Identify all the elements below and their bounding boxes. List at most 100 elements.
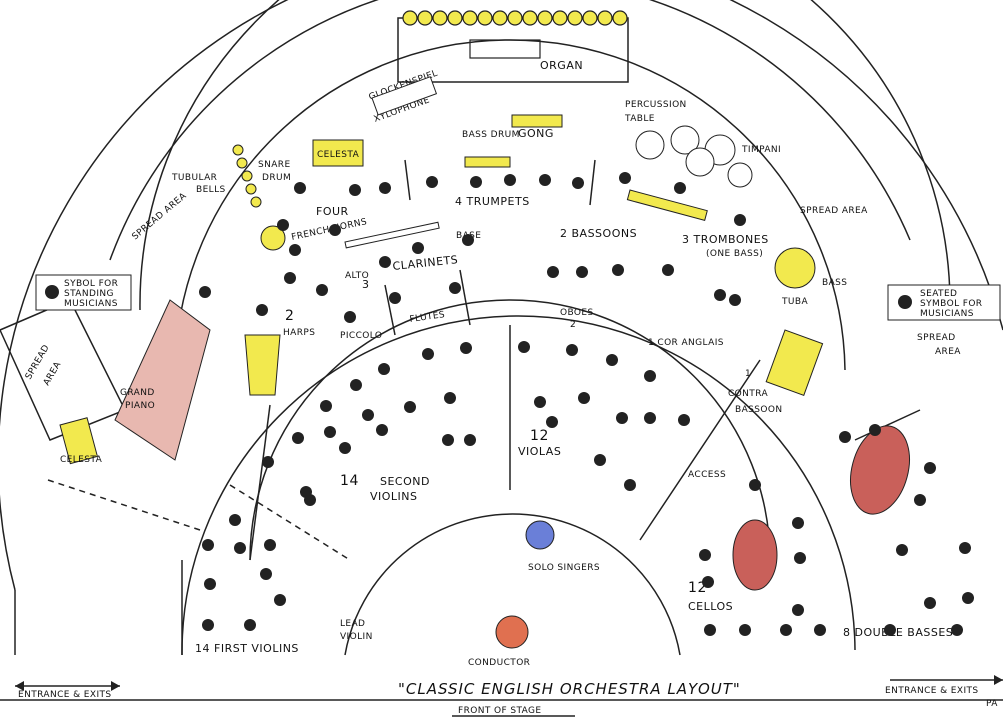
musician-seat-icon [234, 542, 246, 554]
lead-violin-label-2: VIOLIN [340, 632, 373, 642]
musician-seat-icon [412, 242, 424, 254]
musician-seat-icon [202, 619, 214, 631]
solo-singers-icon [526, 521, 554, 549]
musician-seat-icon [504, 174, 516, 186]
oboes-label: OBOES [560, 308, 594, 318]
diagram-title: "CLASSIC ENGLISH ORCHESTRA LAYOUT" [398, 680, 741, 698]
musician-seat-icon [616, 412, 628, 424]
musician-seat-icon [362, 409, 374, 421]
contra-bassoon-label-3: BASSOON [735, 405, 782, 415]
musician-seat-icon [951, 624, 963, 636]
musician-seat-icon [566, 344, 578, 356]
solo-singers-label: SOLO SINGERS [528, 563, 600, 573]
celesta-top-label: CELESTA [317, 150, 360, 160]
tuba-bass-label: BASS [822, 278, 847, 288]
harps-label: HARPS [283, 328, 315, 338]
musician-seat-icon [959, 542, 971, 554]
musician-seat-icon [704, 624, 716, 636]
musician-seat-icon [426, 176, 438, 188]
musician-seat-icon [792, 604, 804, 616]
musician-seat-icon [578, 392, 590, 404]
musician-seat-icon [304, 494, 316, 506]
musician-seat-icon [914, 494, 926, 506]
musician-seat-icon [546, 416, 558, 428]
musician-seat-icon [294, 182, 306, 194]
musician-seat-icon [594, 454, 606, 466]
musician-seat-icon [674, 182, 686, 194]
strings-area: 14 SECOND VIOLINS 12 VIOLAS 14 FIRST VIO… [195, 419, 953, 655]
trumpet-icon [465, 157, 510, 167]
tubular-bells-icon [233, 145, 261, 207]
legend-right: SEATED SYMBOL FOR MUSICIANS [888, 285, 1000, 320]
musician-seat-icon [572, 177, 584, 189]
alto-label: ALTO [345, 271, 369, 281]
musician-seat-icon [462, 234, 474, 246]
musician-seat-icon [539, 174, 551, 186]
celesta-left-label: CELESTA [60, 455, 103, 465]
percussion-row: GLOCKENSPIEL XYLOPHONE BASS DRUM GONG PE… [131, 69, 869, 243]
musician-seat-icon [678, 414, 690, 426]
standing-legend-line-3: MUSICIANS [64, 299, 118, 309]
harp-icon [245, 335, 280, 395]
spread-area-left-label: SPREAD AREA [131, 191, 190, 242]
musician-seat-icon [547, 266, 559, 278]
musician-seat-icon [256, 304, 268, 316]
spread-area-far-right-label-2: AREA [935, 347, 961, 357]
flutes-label: FLUTES [409, 310, 446, 325]
musician-seat-icon [442, 434, 454, 446]
harps-number: 2 [285, 308, 295, 324]
musician-seat-icon [404, 401, 416, 413]
musician-seat-icon [729, 294, 741, 306]
musician-seat-icon [320, 400, 332, 412]
musician-seat-icon [606, 354, 618, 366]
musician-seat-icon [289, 244, 301, 256]
musician-seat-icon [534, 396, 546, 408]
musician-seat-icon [350, 379, 362, 391]
harp-piano-area: 2 HARPS GRAND PIANO CELESTA SPREAD AREA … [24, 300, 961, 465]
standing-symbol-icon [45, 285, 59, 299]
musician-seat-icon [896, 544, 908, 556]
cellos-label-2: CELLOS [688, 600, 733, 613]
second-violins-label-1: 14 [340, 473, 359, 489]
bassoons-label: 2 BASSOONS [560, 227, 637, 240]
spread-area-right-label: SPREAD AREA [800, 206, 868, 216]
musician-seat-icon [379, 182, 391, 194]
musician-seat-icon [734, 214, 746, 226]
brass-row: 4 TRUMPETS 3 TROMBONES (ONE BASS) TUBA B… [261, 157, 847, 307]
musician-seat-icon [264, 539, 276, 551]
tubular-bells-label-2: BELLS [196, 185, 226, 195]
musician-seat-icon [292, 432, 304, 444]
musician-seat-icon [576, 266, 588, 278]
musician-seat-icon [794, 552, 806, 564]
spread-area-far-right-label-1: SPREAD [917, 333, 956, 343]
piccolo-label: PICCOLO [340, 331, 382, 341]
musician-seat-icon [262, 456, 274, 468]
musician-seat-icon [869, 424, 881, 436]
tuba-label: TUBA [781, 297, 808, 307]
musician-seat-icon [702, 576, 714, 588]
first-violins-label: 14 FIRST VIOLINS [195, 642, 299, 655]
woodwind-divider [460, 270, 470, 325]
musician-seat-icon [229, 514, 241, 526]
timpani-icon [636, 126, 752, 187]
percussion-table-label-1: PERCUSSION [625, 100, 687, 110]
standing-legend-line-1: SYBOL FOR [64, 279, 118, 289]
snare-label-1: SNARE [258, 160, 291, 170]
musician-seat-icon [449, 282, 461, 294]
musician-seat-icon [924, 597, 936, 609]
musician-seat-icon [284, 272, 296, 284]
double-bass-icon [841, 419, 918, 520]
trombones-label-1: 3 TROMBONES [682, 233, 769, 246]
musician-seat-icon [274, 594, 286, 606]
musician-seat-icon [644, 370, 656, 382]
musician-seat-icon [444, 392, 456, 404]
musician-seat-icon [316, 284, 328, 296]
violas-label-2: VIOLAS [518, 445, 561, 458]
trumpet-trombone-divider [590, 160, 595, 205]
outer-arc [0, 0, 1003, 590]
tuba-icon [775, 248, 815, 288]
musician-seat-icon [244, 619, 256, 631]
left-exit-label: ENTRANCE & EXITS [18, 690, 112, 700]
musician-seat-icon [624, 479, 636, 491]
